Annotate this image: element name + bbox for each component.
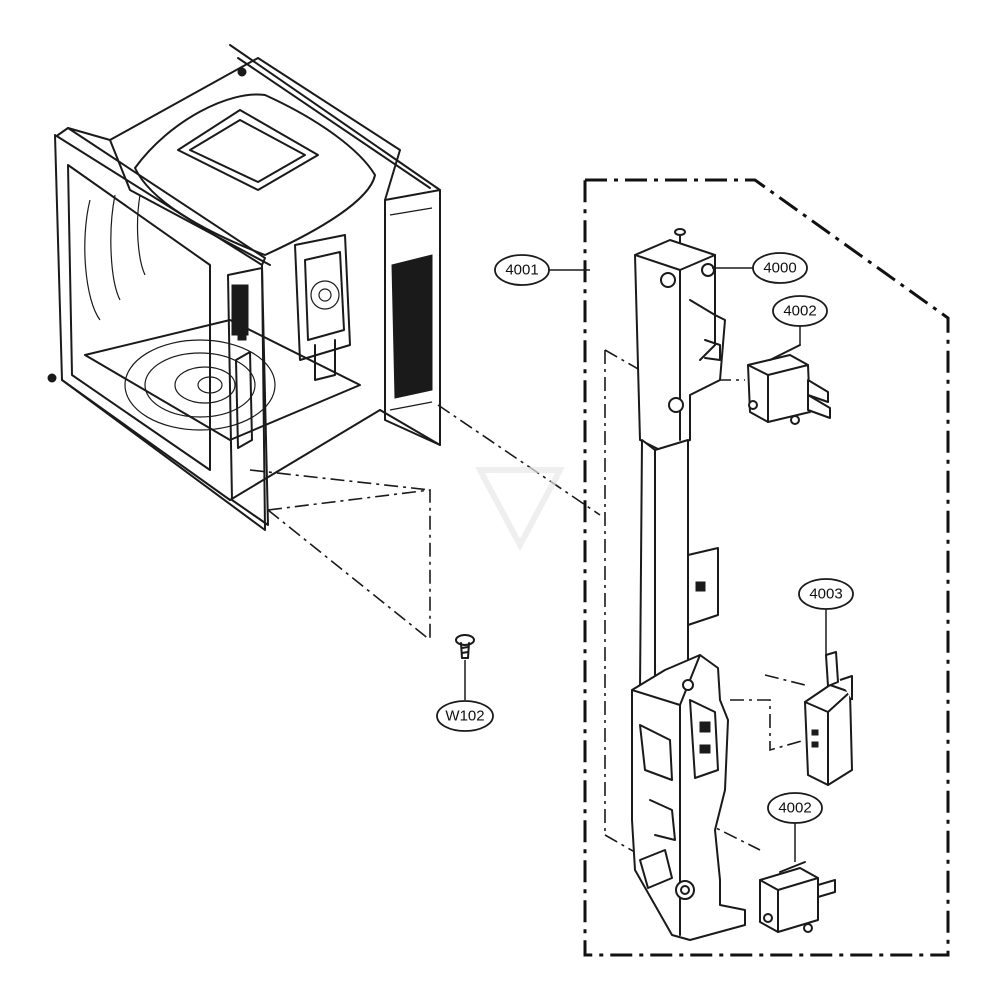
- micro-switch-bottom: [759, 861, 836, 933]
- svg-text:4000: 4000: [763, 260, 796, 277]
- callout-4002-bottom: 4002: [767, 792, 823, 824]
- svg-text:4002: 4002: [783, 303, 816, 320]
- micro-switch-middle: [804, 651, 853, 786]
- watermark: [475, 467, 565, 552]
- latch-bracket: [631, 228, 746, 941]
- micro-switch-top: [747, 344, 831, 425]
- svg-text:W102: W102: [445, 708, 484, 725]
- callout-w102: W102: [436, 700, 494, 732]
- svg-text:4003: 4003: [809, 586, 842, 603]
- microwave-cavity: [47, 44, 441, 531]
- leader-lines: [464, 267, 827, 862]
- callout-4003: 4003: [798, 578, 854, 610]
- assembly-boundary: [583, 178, 950, 957]
- svg-text:4001: 4001: [505, 262, 538, 279]
- svg-text:4002: 4002: [778, 800, 811, 817]
- screw-w102: [455, 634, 475, 659]
- callout-4002-top: 4002: [772, 295, 828, 327]
- callout-4001: 4001: [494, 254, 550, 286]
- callout-4000: 4000: [752, 252, 808, 284]
